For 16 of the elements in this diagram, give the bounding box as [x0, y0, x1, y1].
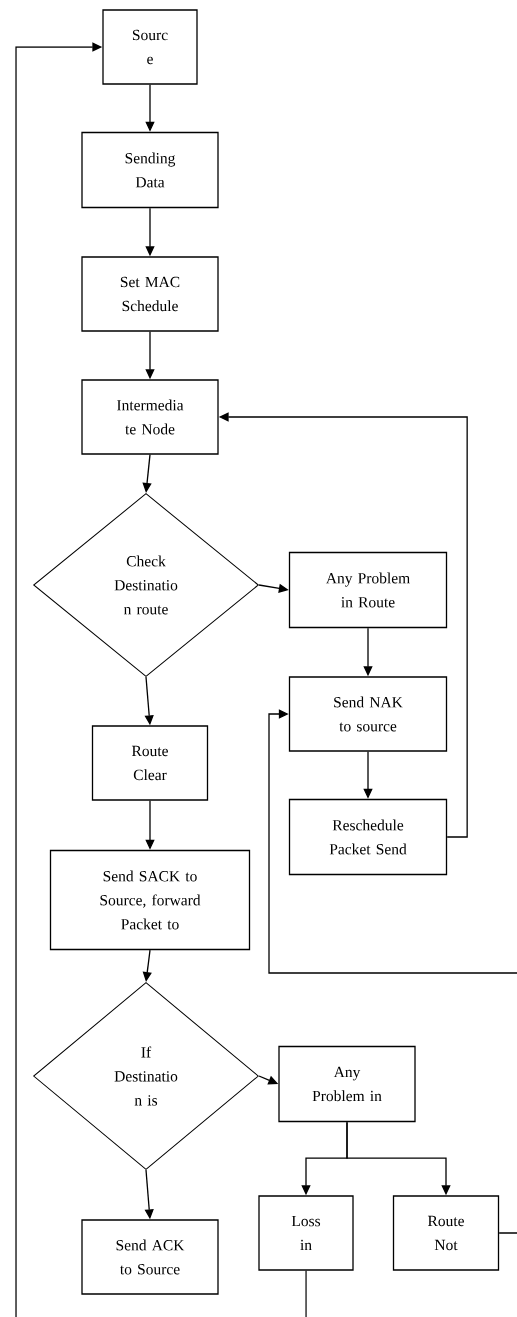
process-box: Intermedia te Node — [81, 379, 219, 455]
process-box: Send SACK to Source, forward Packet to — [49, 849, 251, 951]
arrow — [142, 949, 152, 982]
process-box: Any Problem in — [278, 1045, 416, 1123]
process-box: Send NAK to source — [288, 676, 448, 752]
process-box: Route Clear — [91, 725, 209, 801]
arrow — [268, 709, 517, 974]
process-box: Reschedule Packet Send — [288, 798, 448, 876]
arrow — [142, 454, 152, 493]
process-box: Route Not — [392, 1195, 500, 1271]
process-box: Loss in — [258, 1195, 354, 1271]
process-box: Sourc e — [102, 9, 198, 85]
process-box: Any Problem in Route — [288, 551, 448, 629]
process-box: Send ACK to Source — [81, 1219, 219, 1295]
process-box: Sending Data — [81, 131, 219, 209]
process-box: Set MAC Schedule — [81, 256, 219, 332]
